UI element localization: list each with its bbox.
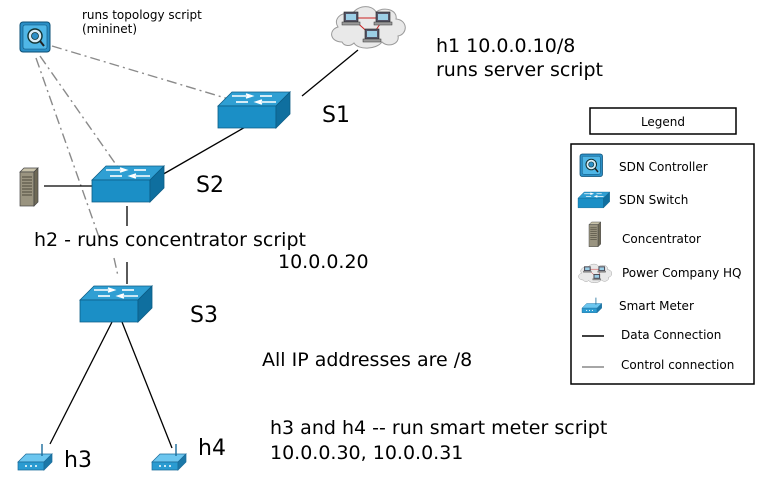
hq-label-line1: h1 10.0.0.10/8 [436, 35, 575, 57]
legend-box [570, 143, 755, 385]
switch-s2-label: S2 [196, 173, 224, 198]
concentrator-icon [19, 167, 39, 207]
switch-s2-icon [91, 165, 165, 203]
switch-s1-label: S1 [322, 103, 350, 128]
data-line-s1-hq [301, 49, 359, 97]
meter-h4-label: h4 [198, 436, 226, 461]
controller-label-line2: (mininet) [82, 22, 137, 36]
legend-item-label: Data Connection [621, 328, 721, 342]
legend-item-label: SDN Switch [619, 193, 688, 207]
legend-title-box [589, 107, 737, 135]
data-line-s1-s2 [159, 121, 255, 177]
controller-label-line1: runs topology script [82, 8, 202, 22]
legend-sdn-switch-icon [577, 191, 611, 209]
legend-concentrator-icon [588, 221, 601, 247]
concentrator-label: h2 - runs concentrator script [34, 229, 306, 251]
data-line-s3-h3 [49, 321, 113, 445]
power-company-hq-icon [331, 6, 406, 49]
sdn-controller-icon [19, 21, 51, 53]
legend: Legend SDN Controller SDN Switch Concent… [570, 107, 755, 385]
legend-item-label: SDN Controller [619, 160, 708, 174]
ip-note: All IP addresses are /8 [262, 349, 472, 371]
concentrator-ip: 10.0.0.20 [278, 251, 369, 273]
legend-title: Legend [641, 115, 685, 129]
meter-h3-label: h3 [64, 448, 92, 473]
legend-item-label: Power Company HQ [622, 266, 741, 280]
control-line-s3-upper [35, 57, 101, 241]
meters-desc-line2: 10.0.0.30, 10.0.0.31 [270, 442, 463, 464]
control-connections [35, 45, 233, 277]
legend-item-label: Smart Meter [619, 299, 694, 313]
legend-item-label: Concentrator [622, 232, 701, 246]
smart-meter-h4-icon [151, 443, 187, 471]
hq-label-line2: runs server script [436, 59, 603, 81]
control-line-s1 [51, 45, 233, 101]
control-line-s3-lower [113, 257, 119, 277]
legend-item-label: Control connection [621, 358, 734, 372]
control-line-s2 [39, 55, 125, 177]
legend-sdn-controller-icon [579, 153, 604, 178]
smart-meter-h3-icon [17, 443, 53, 471]
switch-s1-icon [217, 91, 291, 129]
data-line-s3-h4 [121, 321, 173, 449]
meters-desc-line1: h3 and h4 -- run smart meter script [270, 417, 607, 439]
switch-s3-icon [79, 285, 153, 323]
data-connections [44, 49, 359, 449]
switch-s3-label: S3 [190, 303, 218, 328]
